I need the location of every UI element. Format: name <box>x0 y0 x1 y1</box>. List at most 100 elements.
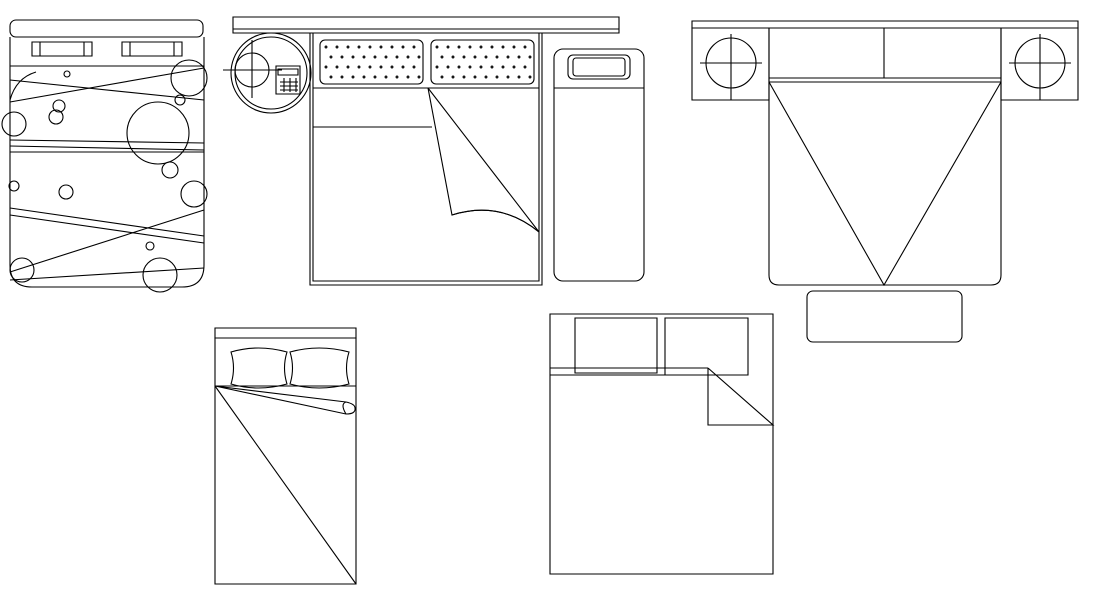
pillow-dot <box>363 56 365 58</box>
pillow-dot <box>469 66 471 68</box>
pillow-dot <box>341 76 343 78</box>
pillow-dot <box>502 46 504 48</box>
pillow-dot <box>418 76 420 78</box>
pillow-dot <box>325 46 327 48</box>
pillow-dot <box>513 66 515 68</box>
pillow-right <box>122 42 182 56</box>
pillow-dot <box>458 46 460 48</box>
pillow-dot <box>385 76 387 78</box>
pillow-left <box>320 40 423 84</box>
single-bed-side <box>554 49 644 281</box>
pillow-dot <box>391 46 393 48</box>
pillow-dot <box>336 46 338 48</box>
pillow-dot <box>441 76 443 78</box>
pillow-dot <box>347 66 349 68</box>
headboard <box>10 20 203 37</box>
bench <box>807 291 962 342</box>
pillow-dot <box>413 66 415 68</box>
pillow-dot <box>352 76 354 78</box>
mattress <box>554 49 644 281</box>
pillow-dot <box>518 76 520 78</box>
double-bed-patterned-quilt <box>2 20 207 292</box>
pillow-dot <box>496 76 498 78</box>
pillow-left <box>231 348 287 388</box>
folded-sheet-corner <box>708 368 773 425</box>
pillow-right <box>290 348 349 388</box>
king-bed-with-side-tables <box>692 21 1078 342</box>
pillow-dot <box>341 56 343 58</box>
diagonal-sheet <box>215 386 356 584</box>
pillow-dot <box>391 66 393 68</box>
mattress <box>10 37 204 287</box>
pillow-dot <box>352 56 354 58</box>
pillow-dot <box>358 66 360 68</box>
pillow-left <box>575 318 657 373</box>
pillow-dot <box>374 56 376 58</box>
pillow-right <box>665 318 748 375</box>
pillow-dot <box>469 46 471 48</box>
pillow-dot <box>474 56 476 58</box>
pillow-dot <box>474 76 476 78</box>
pillow-dot <box>447 66 449 68</box>
pillow-dot <box>507 76 509 78</box>
pillow-dot <box>436 66 438 68</box>
pillow-dot <box>436 46 438 48</box>
sheet-fold <box>215 386 355 414</box>
double-bed-with-nightstand <box>223 17 619 285</box>
mattress <box>769 28 1001 285</box>
pillow-left <box>32 42 92 56</box>
pillow-dot <box>480 46 482 48</box>
pillow-dot <box>358 46 360 48</box>
pillow-dot <box>407 56 409 58</box>
pillow-dot <box>529 56 531 58</box>
pillow-dot <box>418 56 420 58</box>
pillow-dot <box>491 46 493 48</box>
pillow-dot <box>480 66 482 68</box>
pillow-right <box>431 40 534 84</box>
round-nightstand <box>231 33 311 113</box>
pillow <box>568 55 630 79</box>
pillow-dot <box>369 46 371 48</box>
headboard <box>233 17 619 33</box>
pillow-dot <box>402 46 404 48</box>
pillow-dot <box>402 66 404 68</box>
pillow-dot <box>396 56 398 58</box>
telephone-icon <box>276 66 300 94</box>
pillow-dot <box>380 46 382 48</box>
pillow-dot <box>496 56 498 58</box>
pillow-dot <box>513 46 515 48</box>
pillow-dot <box>518 56 520 58</box>
pillow-dot <box>363 76 365 78</box>
headboard <box>692 21 1078 28</box>
pillow-dot <box>441 56 443 58</box>
pillow-dot <box>529 76 531 78</box>
pillow-dot <box>330 56 332 58</box>
pillow-dot <box>396 76 398 78</box>
pillow-dot <box>380 66 382 68</box>
headboard <box>215 328 356 338</box>
pillow-dot <box>330 76 332 78</box>
pillow-dot <box>485 56 487 58</box>
pillow-dot <box>374 76 376 78</box>
pillow-dot <box>369 66 371 68</box>
pillow-dot <box>463 76 465 78</box>
pillow-dot <box>413 46 415 48</box>
pillow-dot <box>502 66 504 68</box>
pillow-dot <box>452 76 454 78</box>
pillow-dot <box>458 66 460 68</box>
pillow-dot <box>491 66 493 68</box>
pillow-dot <box>336 66 338 68</box>
pillow-dot <box>385 56 387 58</box>
pillow-dot <box>347 46 349 48</box>
pillow-dot <box>524 46 526 48</box>
single-bed-sheet <box>215 328 356 584</box>
double-bed-simple <box>550 314 773 574</box>
pillow-dot <box>485 76 487 78</box>
pillow-dot <box>407 76 409 78</box>
mattress <box>550 314 773 574</box>
pillow-dot <box>447 46 449 48</box>
pillow-dot <box>507 56 509 58</box>
triangle-sheet <box>769 82 1001 285</box>
pillow-dot <box>325 66 327 68</box>
